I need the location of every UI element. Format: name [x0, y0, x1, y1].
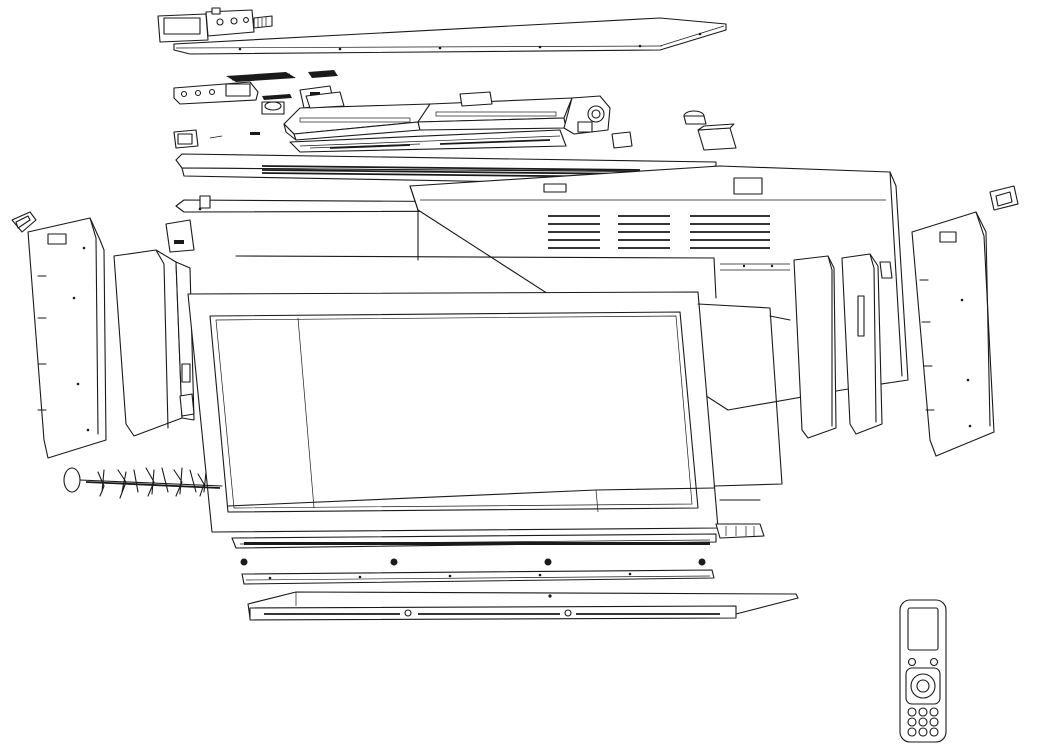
right-inner-baffle [793, 253, 893, 439]
left-side-panel [11, 211, 107, 459]
electrical-component-bracket [173, 70, 338, 149]
motor-assembly [283, 91, 633, 153]
front-glass-panel [227, 255, 791, 513]
mounting-rail [241, 569, 715, 585]
control-box [157, 7, 273, 43]
bottom-drain-tray [247, 591, 799, 621]
louver-motor [683, 110, 737, 151]
rear-housing [409, 165, 909, 411]
cross-flow-fan [63, 467, 223, 499]
front-panel-frame [187, 291, 719, 533]
left-inner-baffle [113, 219, 195, 437]
top-cover-panel [173, 17, 727, 55]
right-side-panel [911, 185, 1019, 457]
air-outlet-grille [231, 523, 765, 566]
remote-controller [899, 599, 947, 743]
